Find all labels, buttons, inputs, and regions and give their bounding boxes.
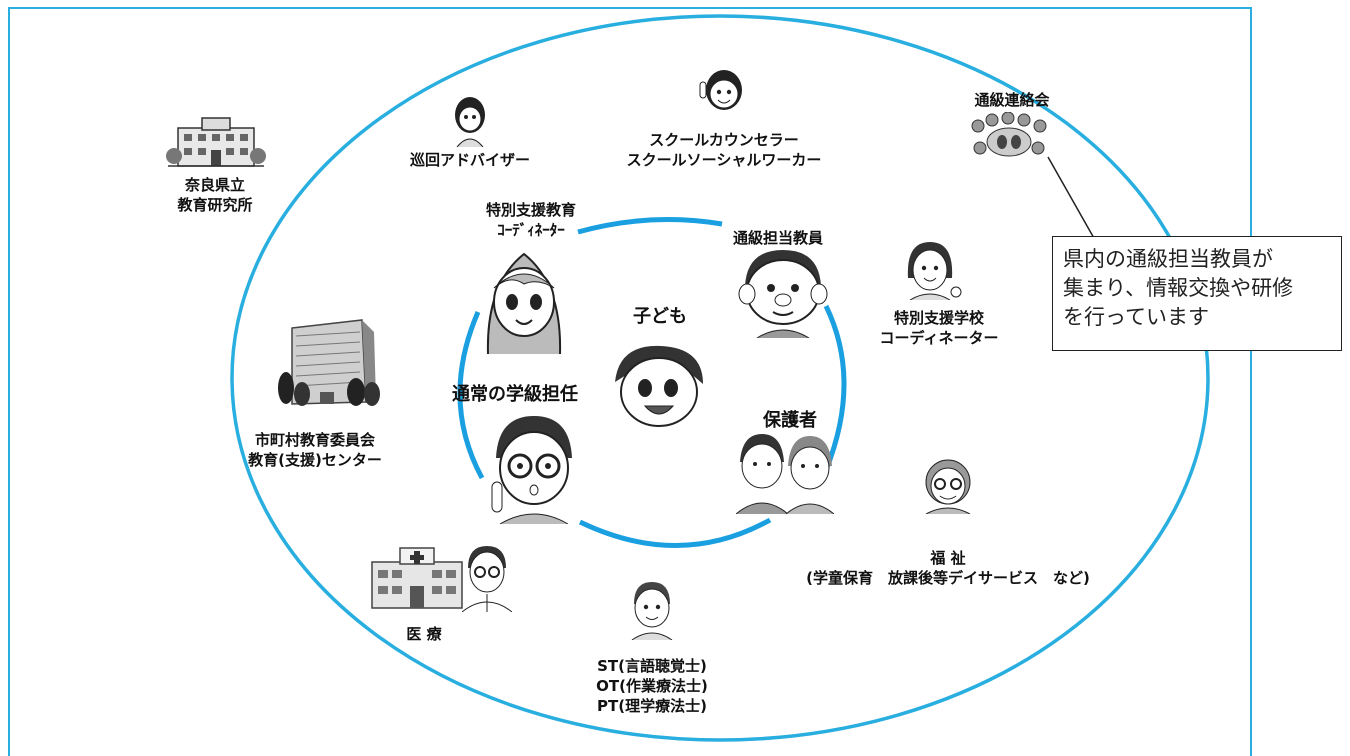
guardian-figure (736, 434, 834, 514)
therapist-figure (631, 582, 673, 640)
inner-arc-right (823, 304, 847, 471)
municipal-building-icon (278, 319, 380, 406)
renrakukai-label: 通級連絡会 (974, 91, 1050, 109)
nara-institute-label: 奈良県立 教育研究所 (150, 175, 280, 215)
tsukyu-teacher-label: 通級担当教員 (732, 229, 823, 247)
counselor-label-line1: スクールカウンセラー (649, 131, 799, 149)
inner-arc-bottom (578, 517, 772, 548)
homeroom-teacher-figure (491, 416, 572, 524)
municipal-board-label: 市町村教育委員会 教育(支援)センター (220, 430, 410, 470)
school-coordinator-label: 特別支援学校 コーディネーター (866, 308, 1012, 348)
therapist-line1: ST(言語聴覚士) (597, 657, 707, 675)
inner-arc-top (577, 217, 723, 235)
coordinator-label: 特別支援教育 ｺｰﾃﾞｨﾈｰﾀｰ (466, 200, 596, 240)
counselor-label-line2: スクールソーシャルワーカー (626, 151, 822, 169)
municipal-board-line1: 市町村教育委員会 (254, 431, 375, 449)
outer-frame (8, 7, 1252, 756)
school-coordinator-line2: コーディネーター (879, 329, 999, 347)
nara-building-icon (166, 117, 266, 167)
welfare-label: 福 祉 (学童保育 放課後等デイサービス など) (784, 548, 1112, 588)
guardian-label: 保護者 (763, 410, 817, 431)
callout-line1: 県内の通級担当教員が (1063, 247, 1273, 271)
counselor-figure (699, 70, 742, 110)
counselor-label: スクールカウンセラー スクールソーシャルワーカー (614, 130, 834, 170)
renrakukai-group-figure (971, 112, 1047, 157)
school-coordinator-line1: 特別支援学校 (893, 309, 984, 327)
medical-label: 医 療 (406, 625, 442, 643)
child-figure (615, 345, 703, 427)
welfare-line2: (学童保育 放課後等デイサービス など) (806, 569, 1090, 587)
junkai-adviser-label: 巡回アドバイザー (409, 151, 530, 169)
junkai-adviser-figure (455, 97, 485, 147)
outer-ellipse (230, 14, 1210, 742)
welfare-line1: 福 祉 (930, 549, 966, 567)
renrakukai-callout: 県内の通級担当教員が 集まり、情報交換や研修 を行っています (1052, 236, 1342, 351)
child-label: 子ども (633, 306, 687, 327)
tsukyu-teacher-figure (738, 250, 828, 338)
coordinator-teacher-figure (486, 252, 562, 354)
coordinator-label-line1: 特別支援教育 (485, 201, 576, 219)
callout-line3: を行っています (1063, 305, 1209, 329)
doctor-figure (462, 546, 512, 612)
nara-institute-line1: 奈良県立 (184, 176, 245, 194)
inner-arc-left (457, 311, 485, 480)
nara-institute-line2: 教育研究所 (177, 196, 253, 214)
therapist-line2: OT(作業療法士) (596, 677, 708, 695)
municipal-board-line2: 教育(支援)センター (248, 451, 382, 469)
therapist-line3: PT(理学療法士) (597, 697, 707, 715)
school-coordinator-figure (907, 242, 962, 300)
welfare-elderly-figure (925, 459, 971, 514)
inner-ring (457, 217, 847, 548)
therapist-label: ST(言語聴覚士) OT(作業療法士) PT(理学療法士) (572, 656, 732, 716)
callout-line2: 集まり、情報交換や研修 (1063, 276, 1294, 300)
homeroom-teacher-label: 通常の学級担任 (452, 384, 578, 405)
hospital-icon (371, 547, 463, 609)
coordinator-label-line2: ｺｰﾃﾞｨﾈｰﾀｰ (497, 221, 565, 239)
